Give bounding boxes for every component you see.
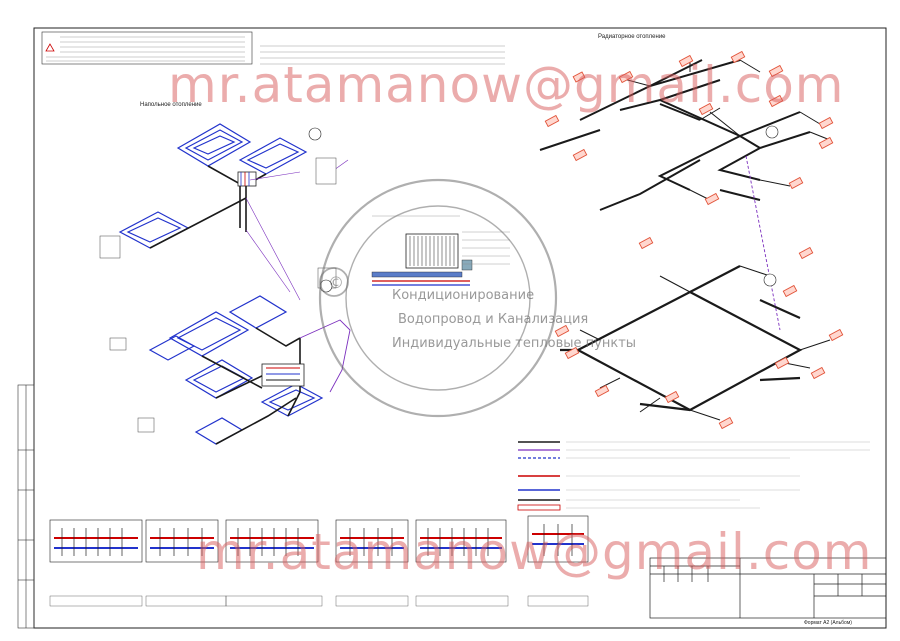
notes-box-left xyxy=(41,31,253,65)
title-block xyxy=(649,557,887,619)
watermark-email-bottom: mr.atamanow@gmail.com xyxy=(196,523,873,581)
notes-box-center xyxy=(260,45,505,65)
radiator-heating-caption: Радиаторное отопление xyxy=(598,34,666,40)
manifold-bottom xyxy=(261,363,305,387)
stamp-line-3: Индивидуальные тепловые пункты xyxy=(392,336,637,351)
radiators xyxy=(544,50,844,430)
boiler-room-detail xyxy=(371,215,510,286)
copyright-seal: © xyxy=(318,178,558,418)
stamp-line-1: Кондиционирование xyxy=(392,288,535,303)
supply-line-floor xyxy=(299,319,351,393)
title-block-format: Формат А2 (Альбом) xyxy=(804,620,852,626)
manifold-top xyxy=(237,171,257,187)
floor-heating-caption: Напольное отопление xyxy=(140,102,202,108)
sheet-frame xyxy=(33,27,887,629)
manifold-spec-tables xyxy=(49,595,589,607)
circle-markers xyxy=(308,125,779,293)
riser-dashed xyxy=(745,155,781,331)
svg-text:©: © xyxy=(328,273,344,292)
stamp-line-2: Водопровод и Канализация xyxy=(398,312,589,327)
floor-heating-loops-top xyxy=(118,123,308,249)
left-stamp-strip xyxy=(17,384,35,629)
legend xyxy=(517,441,870,511)
watermark-email-top: mr.atamanow@gmail.com xyxy=(168,56,845,114)
manifold-schematics xyxy=(49,515,589,563)
